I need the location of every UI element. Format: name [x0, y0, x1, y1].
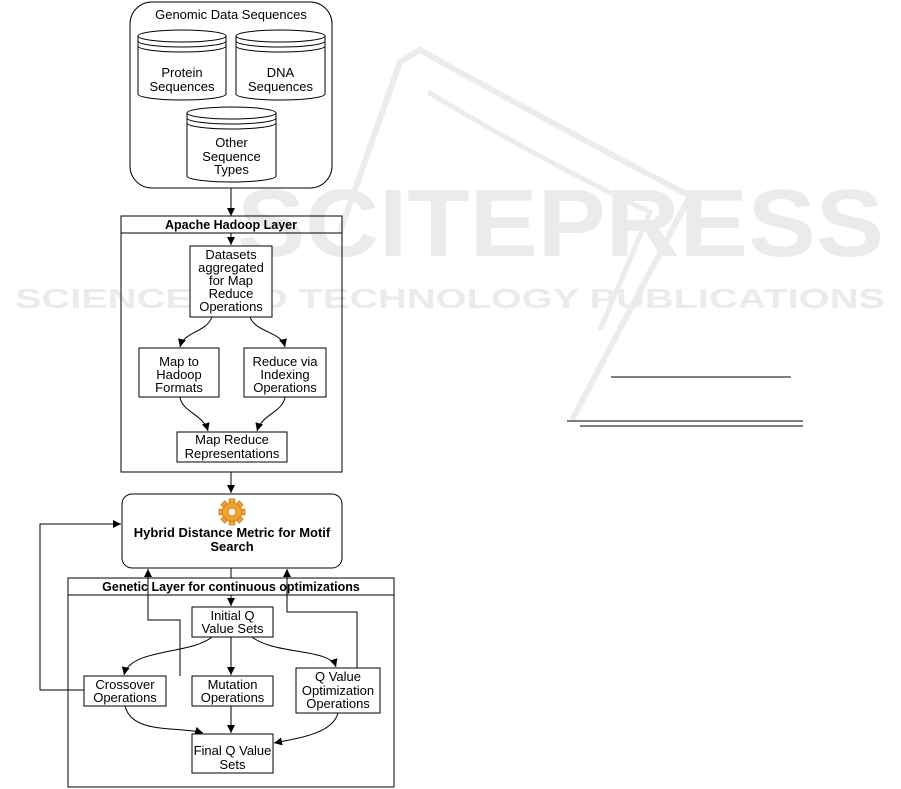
genomic-data-group: Genomic Data Sequences Protein Sequences…	[129, 1, 333, 189]
other-label: Types	[214, 162, 249, 177]
watermark-subtitle: SCIENCE AND TECHNOLOGY PUBLICATIONS	[15, 283, 885, 314]
other-label: Other	[215, 135, 248, 150]
q-optimization-label: Q Value	[315, 669, 361, 684]
database-cylinder-icon	[235, 29, 326, 101]
arrow-initial-to-crossover	[121, 636, 213, 676]
mutation-label: Mutation	[208, 677, 258, 692]
protein-label: Protein	[161, 65, 202, 80]
protein-sequences-db: Protein Sequences	[137, 29, 227, 101]
mutation-label: Operations	[201, 690, 265, 705]
feedback-mutation-to-hybrid	[144, 569, 181, 676]
genetic-layer-title: Genetic Layer for continuous optimizatio…	[102, 580, 360, 594]
protein-label: Sequences	[149, 79, 215, 94]
genomic-data-title: Genomic Data Sequences	[155, 7, 307, 22]
other-label: Sequence	[202, 149, 261, 164]
initial-q-label: Initial Q	[210, 608, 254, 623]
reduce-indexing-node: Reduce via Indexing Operations	[243, 347, 327, 398]
reduce-indexing-label: Reduce via	[252, 354, 318, 369]
arrow-datasets-to-map	[178, 316, 213, 348]
crossover-node: Crossover Operations	[83, 675, 167, 707]
crossover-label: Crossover	[95, 677, 155, 692]
arrow-map-to-representations	[179, 396, 210, 432]
initial-q-label: Value Sets	[202, 621, 264, 636]
arrow-datasets-to-reduce	[249, 316, 287, 348]
gear-icon	[218, 498, 246, 526]
final-q-label: Sets	[219, 757, 246, 772]
representations-label: Map Reduce	[195, 432, 269, 447]
final-q-label: Final Q Value	[194, 743, 272, 758]
hybrid-metric-node: Hybrid Distance Metric for Motif Search	[121, 493, 343, 569]
genetic-layer: Genetic Layer for continuous optimizatio…	[67, 568, 395, 788]
map-formats-node: Map to Hadoop Formats	[138, 347, 220, 398]
datasets-label: for Map	[209, 273, 253, 288]
hybrid-metric-title: Search	[210, 539, 253, 554]
hybrid-metric-box	[121, 493, 343, 569]
q-optimization-node: Q Value Optimization Operations	[295, 667, 381, 714]
dna-label: Sequences	[248, 79, 314, 94]
arrow-q-optimization-to-final	[273, 712, 339, 746]
initial-q-node: Initial Q Value Sets	[191, 606, 274, 638]
datasets-label: aggregated	[198, 260, 264, 275]
other-sequence-types-db: Other Sequence Types	[186, 106, 277, 183]
q-optimization-label: Operations	[306, 696, 370, 711]
reduce-indexing-label: Operations	[253, 380, 317, 395]
database-cylinder-icon	[137, 29, 227, 101]
watermark: SCITEPRESS SCIENCE AND TECHNOLOGY PUBLIC…	[15, 46, 885, 422]
dna-sequences-db: DNA Sequences	[235, 29, 326, 101]
reduce-indexing-label: Indexing	[260, 367, 309, 382]
datasets-label: Operations	[199, 299, 263, 314]
map-formats-label: Hadoop	[156, 367, 202, 382]
hadoop-layer: Apache Hadoop Layer Datasets aggregated …	[120, 215, 343, 473]
map-reduce-representations-node: Map Reduce Representations	[176, 431, 288, 463]
arrow-initial-to-q-optimization	[251, 636, 338, 668]
map-formats-label: Formats	[155, 380, 203, 395]
mutation-node: Mutation Operations	[191, 675, 274, 707]
right-rules	[567, 376, 803, 427]
final-q-node: Final Q Value Sets	[191, 733, 274, 774]
dna-label: DNA	[267, 65, 295, 80]
datasets-label: Reduce	[209, 286, 254, 301]
datasets-label: Datasets	[205, 247, 257, 262]
watermark-title: SCITEPRESS	[237, 170, 884, 277]
feedback-crossover-to-hybrid	[39, 520, 121, 691]
crossover-label: Operations	[93, 690, 157, 705]
representations-label: Representations	[185, 446, 280, 461]
q-optimization-label: Optimization	[302, 683, 374, 698]
feedback-q-optimization-to-hybrid	[283, 569, 358, 668]
map-formats-label: Map to	[159, 354, 199, 369]
hadoop-layer-title: Apache Hadoop Layer	[165, 218, 297, 232]
arrow-crossover-to-final	[124, 705, 204, 735]
arrow-reduce-to-representations	[255, 396, 286, 432]
database-cylinder-icon	[186, 106, 277, 183]
watermark-logo-inner	[426, 89, 654, 331]
hybrid-metric-title: Hybrid Distance Metric for Motif	[134, 525, 331, 540]
datasets-node: Datasets aggregated for Map Reduce Opera…	[189, 245, 273, 318]
watermark-logo	[337, 46, 695, 422]
